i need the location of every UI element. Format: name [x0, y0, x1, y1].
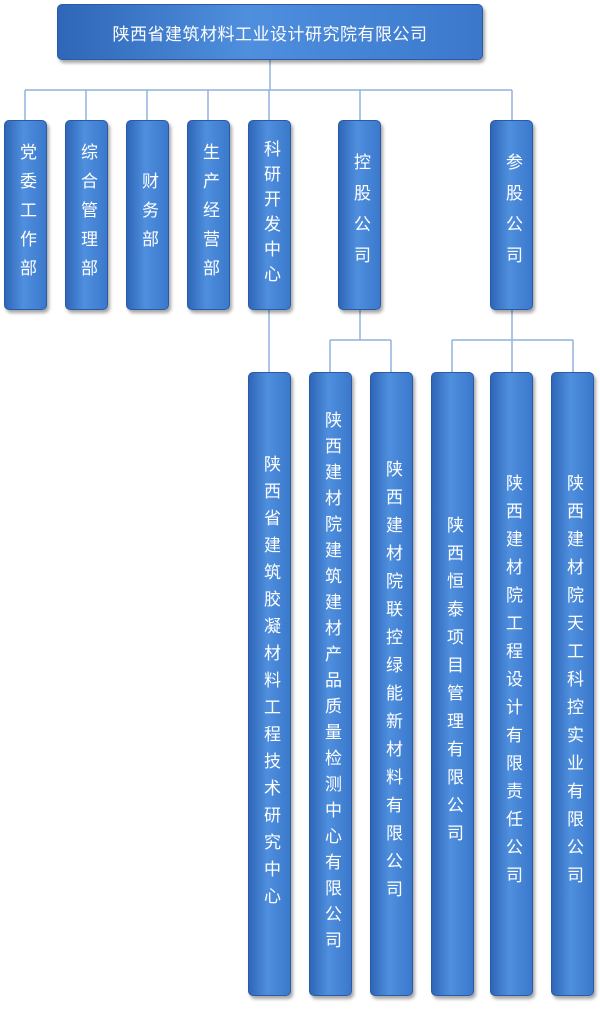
company-label: 陕西建材院工程设计有限责任公司: [502, 474, 522, 894]
dept-label: 综合管理部: [77, 142, 97, 288]
dept-label: 参股公司: [502, 153, 522, 277]
holding-lianjing-green-energy: 陕西建材院联控绿能新材料有限公司: [370, 372, 413, 996]
affiliated-tiangong-industrial: 陕西建材院天工科控实业有限公司: [551, 372, 594, 996]
dept-label: 控股公司: [350, 153, 370, 277]
dept-label: 财务部: [138, 171, 158, 259]
company-label: 陕西建材院联控绿能新材料有限公司: [382, 460, 402, 908]
dept-finance: 财务部: [126, 120, 169, 310]
dept-affiliated-companies: 参股公司: [490, 120, 533, 310]
affiliated-hengtai-project-management: 陕西恒泰项目管理有限公司: [431, 372, 474, 996]
company-label: 陕西建材院天工科控实业有限公司: [563, 474, 583, 894]
root-label: 陕西省建筑材料工业设计研究院有限公司: [112, 24, 428, 45]
dept-label: 科研开发中心: [260, 140, 280, 290]
dept-production-operations: 生产经营部: [187, 120, 230, 310]
root-node: 陕西省建筑材料工业设计研究院有限公司: [57, 4, 483, 60]
unit-label: 陕西省建筑胶凝材料工程技术研究中心: [260, 454, 280, 914]
research-unit-cement-center: 陕西省建筑胶凝材料工程技术研究中心: [248, 372, 291, 996]
company-label: 陕西建材院建筑建材产品质量检测中心有限公司: [321, 411, 341, 957]
dept-party-work: 党委工作部: [4, 120, 47, 310]
dept-holding-companies: 控股公司: [338, 120, 381, 310]
company-label: 陕西恒泰项目管理有限公司: [443, 516, 463, 852]
dept-label: 生产经营部: [199, 142, 219, 288]
holding-quality-testing-center: 陕西建材院建筑建材产品质量检测中心有限公司: [309, 372, 352, 996]
affiliated-engineering-design: 陕西建材院工程设计有限责任公司: [490, 372, 533, 996]
dept-label: 党委工作部: [16, 142, 36, 288]
dept-research-center: 科研开发中心: [248, 120, 291, 310]
dept-general-management: 综合管理部: [65, 120, 108, 310]
